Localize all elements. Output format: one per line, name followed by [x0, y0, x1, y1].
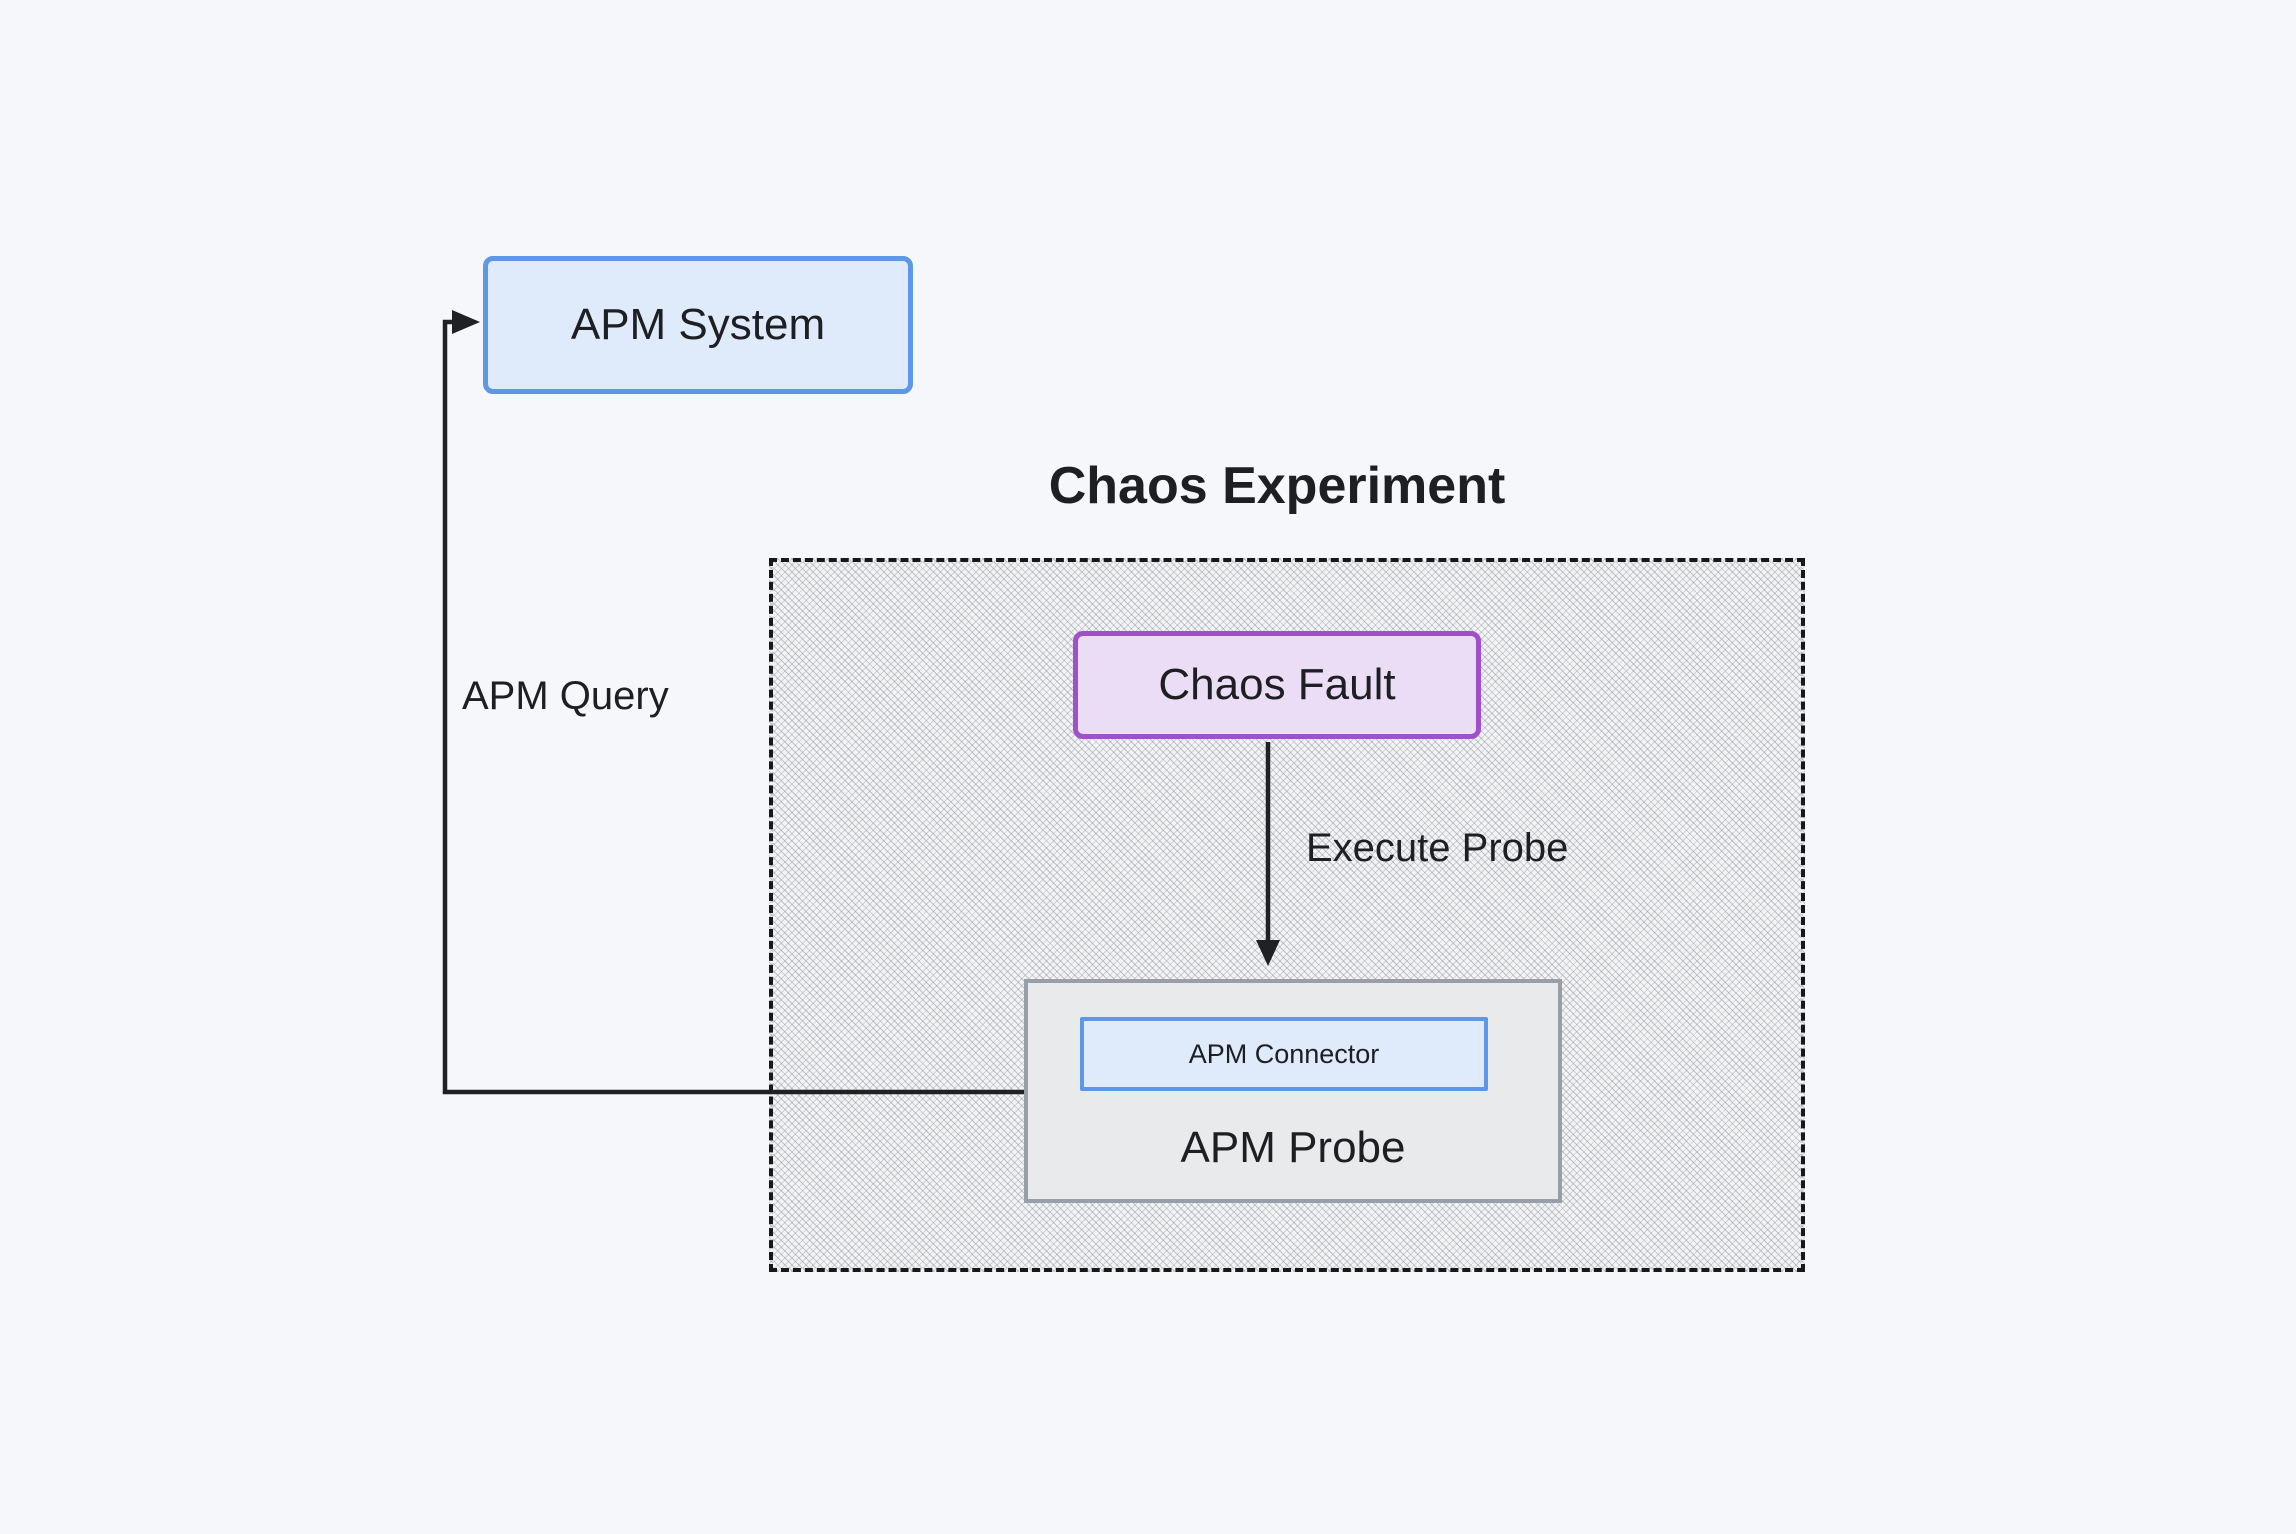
- chaos-fault-label: Chaos Fault: [1158, 660, 1396, 709]
- execute-probe-edge-label: Execute Probe: [1306, 826, 1569, 870]
- apm-system-label: APM System: [570, 300, 826, 349]
- node-apm-probe: APM Connector APM Probe: [1024, 979, 1562, 1203]
- apm-connector-label: APM Connector: [1188, 1038, 1380, 1069]
- node-apm-system: APM System: [483, 256, 913, 394]
- apm-query-arrowhead-icon: [452, 310, 480, 334]
- execute-probe-arrowhead-icon: [1256, 940, 1280, 966]
- apm-probe-label: APM Probe: [1180, 1123, 1406, 1172]
- node-apm-connector: APM Connector: [1080, 1017, 1488, 1091]
- apm-query-edge-label: APM Query: [462, 674, 669, 718]
- apm-query-edge-line: [442, 319, 1024, 1095]
- node-chaos-fault: Chaos Fault: [1073, 631, 1481, 739]
- chaos-experiment-title: Chaos Experiment: [1048, 457, 1506, 515]
